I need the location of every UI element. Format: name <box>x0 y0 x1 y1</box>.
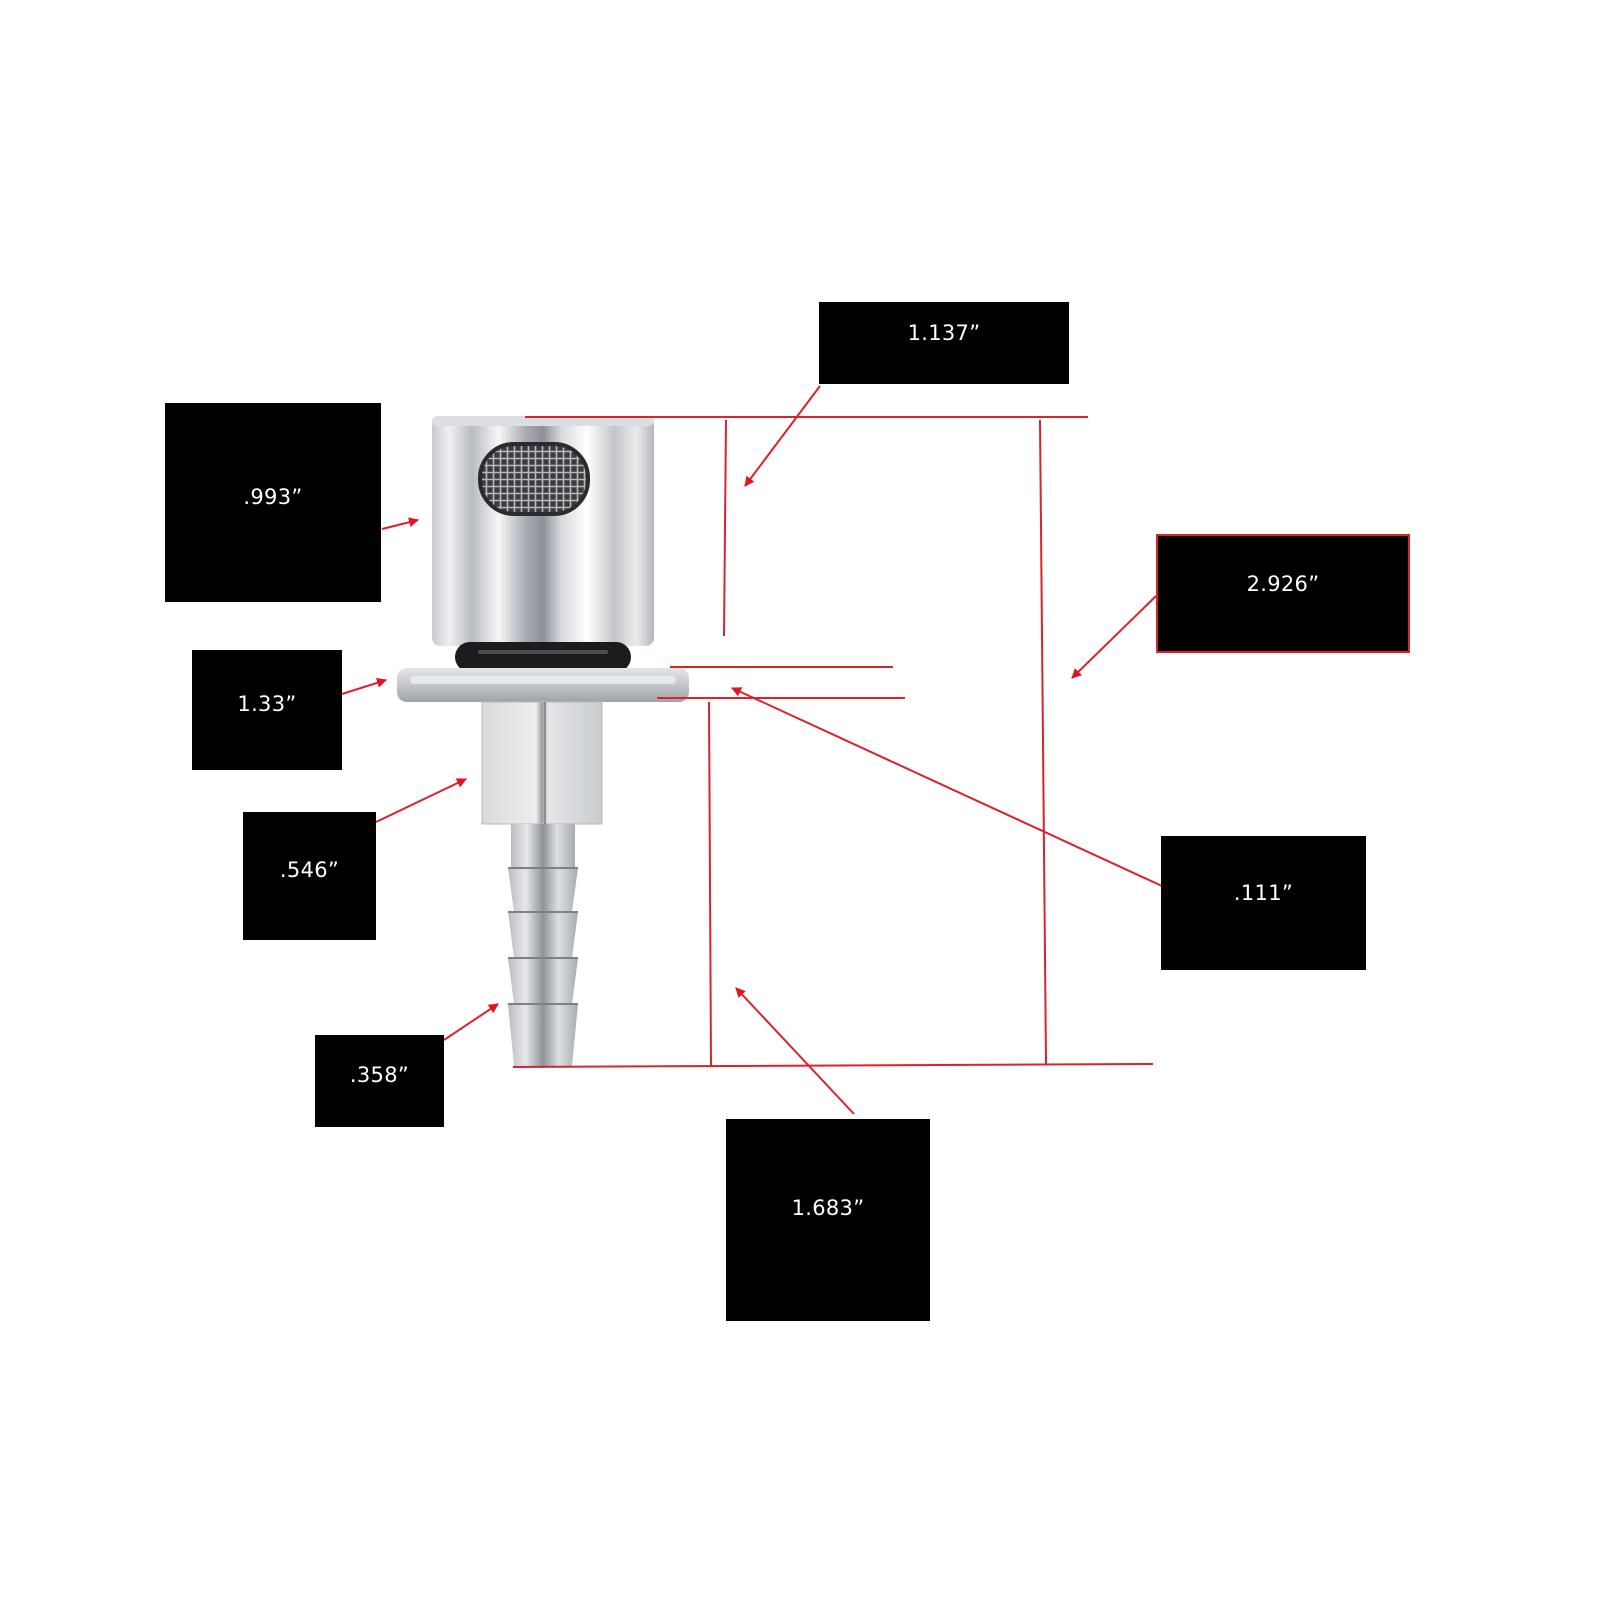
label-lower-height-text: 1.683” <box>791 1196 865 1220</box>
label-hex-width-text: .546” <box>279 858 340 882</box>
label-hex-width: .546” <box>243 812 376 940</box>
label-flange-thickness: .111” <box>1161 836 1366 970</box>
label-flange-diameter-text: 1.33” <box>237 692 297 716</box>
label-overall-height-text: 2.926” <box>1246 571 1320 596</box>
flange <box>397 668 689 702</box>
label-barb-diameter-text: .358” <box>349 1063 410 1087</box>
label-flange-diameter: 1.33” <box>192 650 342 770</box>
dimension-lines <box>512 416 1154 1068</box>
barbed-hose-tail <box>508 824 578 1066</box>
label-upper-height: 1.137” <box>819 302 1069 384</box>
label-barb-diameter: .358” <box>315 1035 444 1127</box>
label-lower-height: 1.683” <box>726 1119 930 1321</box>
label-flange-thickness-text: .111” <box>1233 881 1294 905</box>
hex-nut <box>481 701 603 825</box>
screen-cap <box>432 416 654 646</box>
label-top-width: .993” <box>165 403 381 602</box>
label-top-width-text: .993” <box>243 484 303 509</box>
label-overall-height: 2.926” <box>1156 534 1410 653</box>
mesh-screen <box>478 442 590 516</box>
leader-arrows <box>341 385 1163 1115</box>
label-upper-height-text: 1.137” <box>907 321 981 345</box>
o-ring <box>455 642 631 672</box>
